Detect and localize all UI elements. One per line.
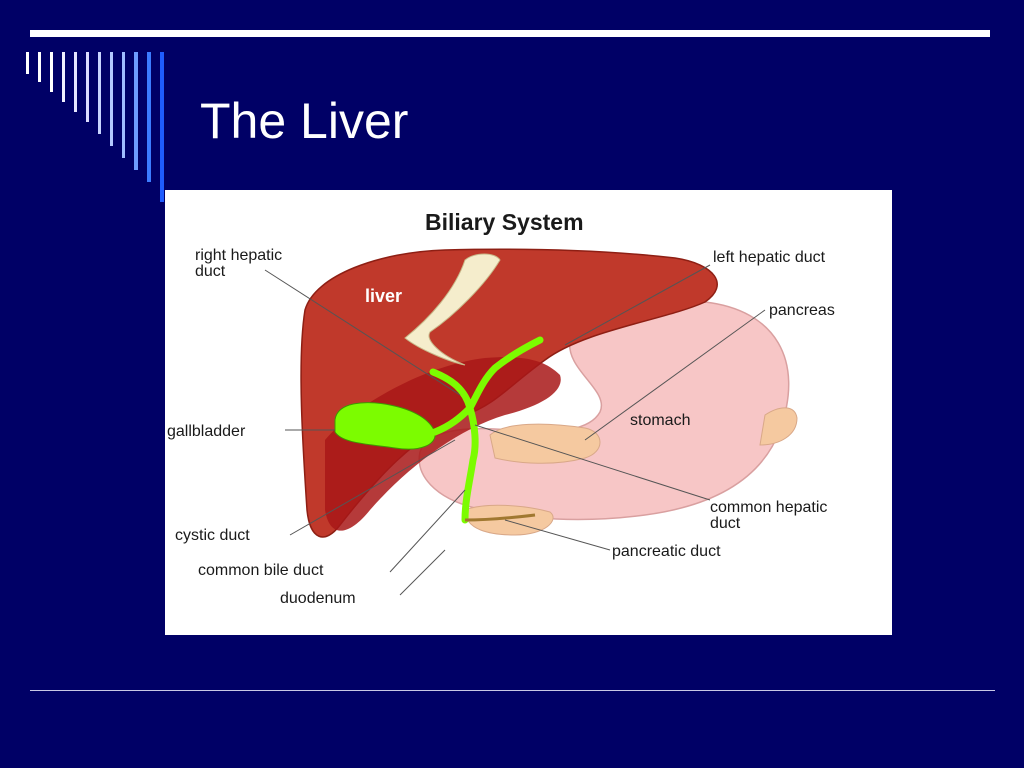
figure-title: Biliary System: [425, 209, 584, 235]
leader-common-hepatic: [474, 424, 711, 501]
label-left-hepatic: left hepatic duct: [713, 249, 826, 266]
biliary-system-figure: Biliary System right hepatic duct lef: [165, 190, 892, 635]
label-right-hepatic-2: duct: [195, 263, 226, 280]
label-duodenum: duodenum: [280, 590, 356, 607]
liver-underside: [325, 357, 561, 531]
decorative-stripes: [26, 52, 164, 202]
bottom-rule: [30, 690, 995, 691]
label-common-bile: common bile duct: [198, 562, 324, 579]
pancreas: [489, 423, 601, 464]
label-liver: liver: [365, 286, 402, 306]
leader-right-hepatic: [264, 269, 461, 396]
label-common-hepatic-2: duct: [710, 515, 741, 532]
label-common-hepatic-1: common hepatic: [710, 499, 827, 516]
label-pancreatic: pancreatic duct: [612, 543, 721, 560]
leader-duodenum: [399, 549, 446, 596]
leader-pancreatic: [504, 519, 611, 551]
label-right-hepatic-1: right hepatic: [195, 247, 282, 264]
pancreatic-duct-line: [464, 513, 536, 522]
leader-cystic: [289, 439, 456, 536]
bile-duct-tree: [429, 336, 544, 524]
label-stomach: stomach: [630, 412, 690, 429]
falciform-ligament: [404, 253, 501, 366]
top-rule: [30, 30, 990, 37]
leader-pancreas: [584, 309, 766, 441]
leader-left-hepatic: [564, 264, 711, 346]
label-pancreas: pancreas: [769, 302, 835, 319]
stomach-tail: [759, 407, 798, 446]
label-gallbladder: gallbladder: [167, 423, 246, 440]
label-cystic: cystic duct: [175, 527, 250, 544]
slide-title: The Liver: [200, 93, 409, 149]
leader-common-bile: [389, 489, 466, 573]
